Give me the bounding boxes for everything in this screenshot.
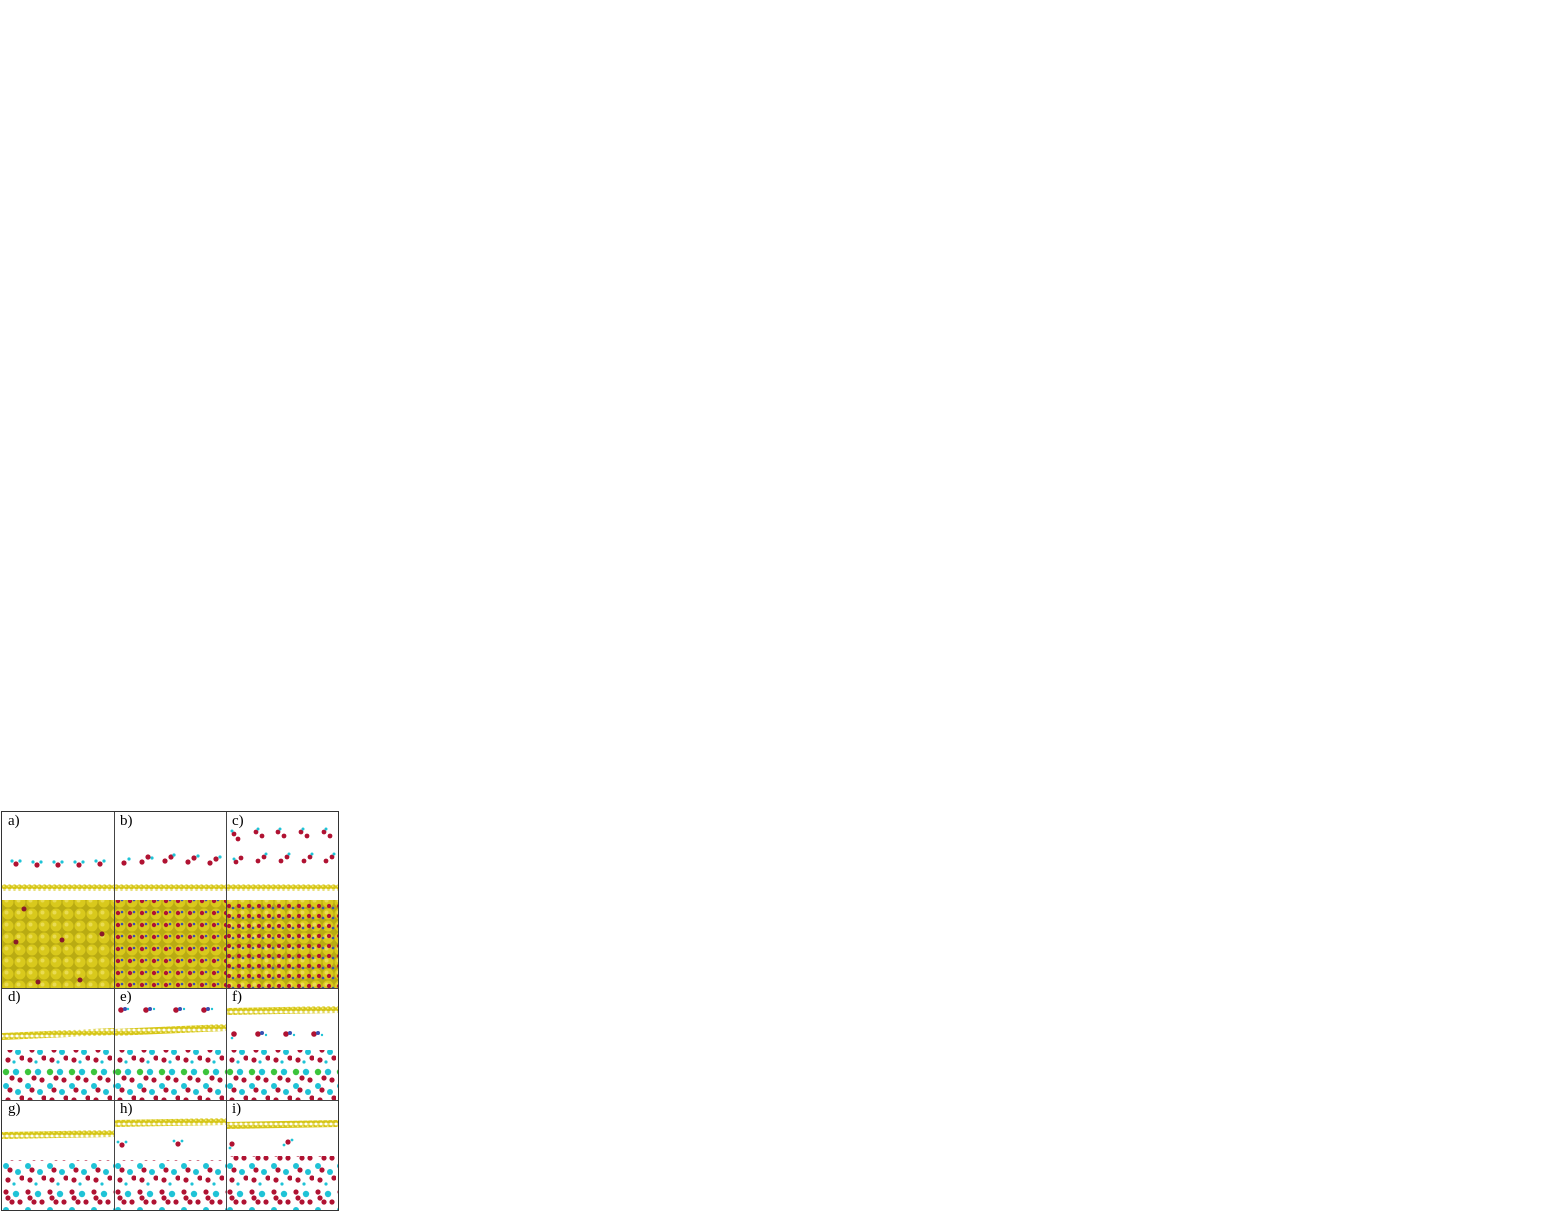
panel-h-label: h) (120, 1101, 133, 1117)
panel-b: b) (114, 812, 226, 988)
gold-slab-top (2, 900, 114, 988)
panel-d-render (2, 1028, 114, 1100)
gold-slab (114, 1118, 226, 1127)
crystal-surface (2, 1050, 114, 1100)
gold-slab (114, 1024, 226, 1036)
crystal-surface (114, 1160, 226, 1210)
panel-g-label: g) (8, 1101, 21, 1117)
panel-i-render (226, 1120, 338, 1210)
adsorbate-molecules (230, 827, 336, 865)
panel-a-render (2, 859, 114, 988)
gold-slab-side (2, 884, 114, 891)
crystal-surface (226, 1156, 338, 1210)
adsorbate-molecules (116, 1139, 184, 1148)
adsorbate-molecules (10, 859, 106, 868)
panel-e-render (114, 1007, 226, 1100)
panel-a: a) (2, 812, 114, 988)
panel-b-label: b) (120, 813, 133, 829)
grid-divider (2, 988, 338, 989)
panel-c-label: c) (232, 813, 244, 829)
panel-h-render (114, 1118, 226, 1210)
crystal-surface (2, 1160, 114, 1210)
adsorbate-molecules (228, 1138, 294, 1150)
adsorbate-molecules (121, 853, 222, 866)
adsorbate-molecules (118, 1007, 214, 1013)
panel-f-render (226, 1006, 338, 1100)
adsorbate-molecules (230, 1031, 324, 1040)
grid-divider (2, 1100, 338, 1101)
panel-g: g) (2, 1100, 114, 1210)
panel-d-label: d) (8, 989, 21, 1005)
panel-a-label: a) (8, 813, 20, 829)
panel-e: e) (114, 988, 226, 1100)
gold-slab (2, 1028, 114, 1040)
gold-slab (226, 1006, 338, 1015)
panel-c-render (226, 827, 338, 988)
panel-f: f) (226, 988, 338, 1100)
panel-e-label: e) (120, 989, 132, 1005)
panel-i-label: i) (232, 1101, 242, 1117)
grid-divider (226, 812, 227, 1210)
grid-divider (114, 812, 115, 1210)
panel-h: h) (114, 1100, 226, 1210)
panel-b-render (114, 853, 226, 988)
gold-slab (2, 1130, 114, 1139)
panel-i: i) (226, 1100, 338, 1210)
panel-g-render (2, 1130, 114, 1210)
figure-panel-grid: a) (1, 811, 339, 1211)
crystal-surface (226, 1050, 338, 1100)
crystal-surface (114, 1050, 226, 1100)
panel-c: c) (226, 812, 338, 988)
gold-slab (226, 1120, 338, 1129)
gold-slab-side (114, 884, 226, 891)
panel-f-label: f) (232, 989, 242, 1005)
panel-d: d) (2, 988, 114, 1100)
gold-slab-side (226, 884, 338, 891)
